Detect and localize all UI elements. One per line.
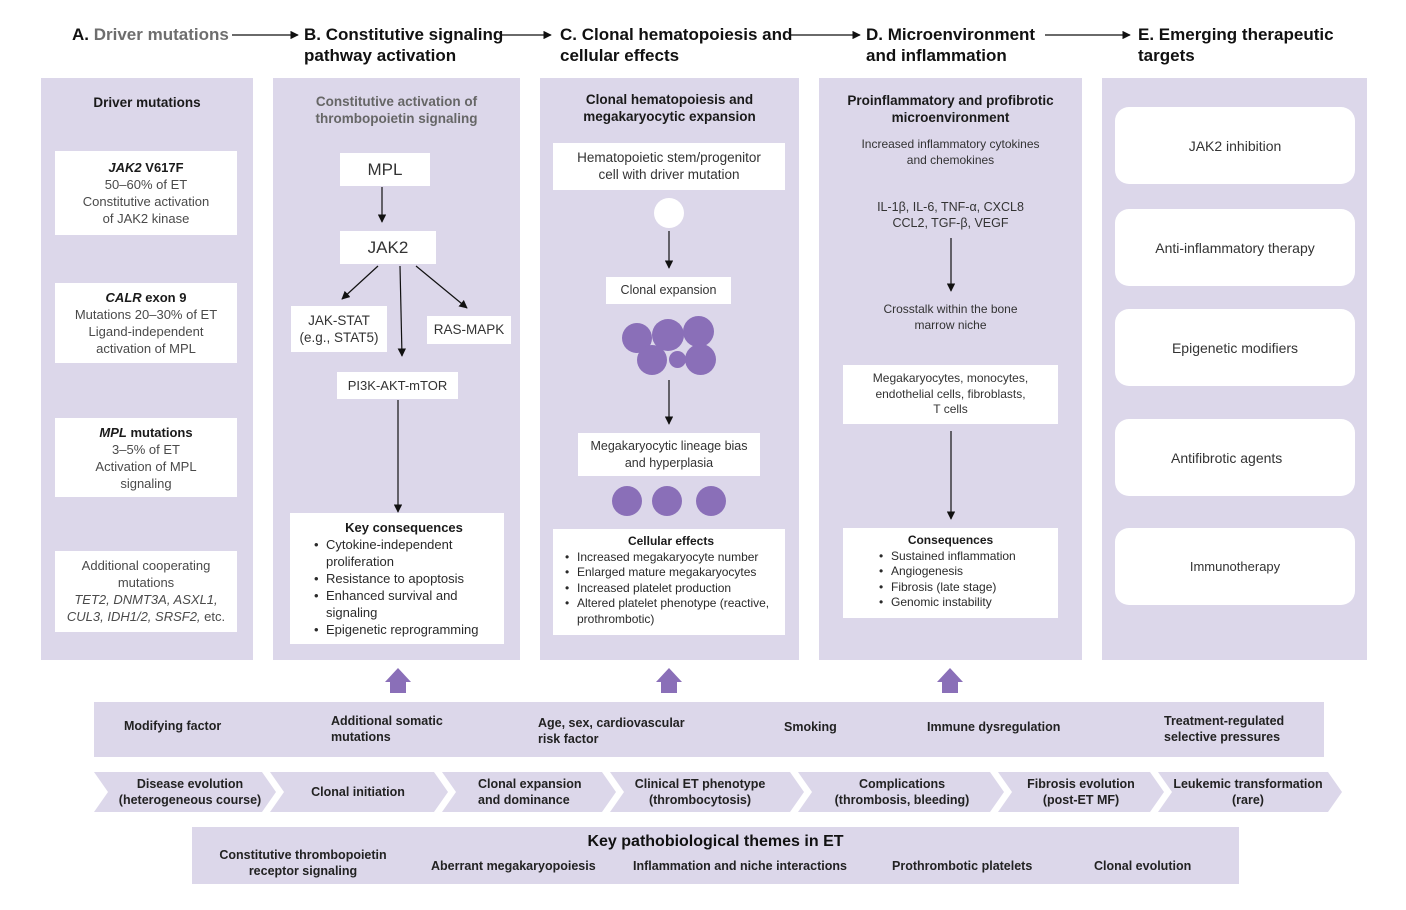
node-ras-mapk: RAS-MAPK [427, 316, 511, 344]
panel-c-title: Clonal hematopoiesis and megakaryocytic … [583, 92, 756, 124]
panel-b-title: Constitutive activation of thrombopoieti… [315, 94, 478, 126]
driver-box-mpl: MPL mutations 3–5% of ET Activation of M… [55, 418, 237, 497]
clone-cell [637, 345, 667, 375]
header-a: A. Driver mutations [72, 25, 229, 44]
node-jak2: JAK2 [340, 231, 436, 264]
driver-box-additional: Additional cooperating mutations TET2, D… [55, 551, 237, 632]
timeline-stage: Complications (thrombosis, bleeding) [834, 777, 970, 807]
megakaryocyte-cell [652, 486, 682, 516]
list-item: Genomic instability [877, 595, 1052, 611]
header-c: C. Clonal hematopoiesis and cellular eff… [560, 25, 793, 65]
clone-cell [683, 316, 714, 347]
clonal-expansion-box: Clonal expansion [606, 277, 731, 304]
header-b: B. Constitutive signaling pathway activa… [304, 25, 504, 65]
target-antifibrotic: Antifibrotic agents [1115, 419, 1355, 496]
megakaryocytic-bias-box: Megakaryocytic lineage bias and hyperpla… [578, 433, 760, 476]
list-item: Altered platelet phenotype (reactive, pr… [563, 596, 779, 627]
panel-d-title: Proinflammatory and profibrotic microenv… [847, 93, 1054, 125]
list-item: Sustained inflammation [877, 549, 1052, 565]
crosstalk-text: Crosstalk within the bone marrow niche [883, 302, 1018, 332]
consequences-box: Consequences Sustained inflammation Angi… [843, 528, 1058, 618]
driver-box-jak2: JAK2 V617F 50–60% of ET Constitutive act… [55, 151, 237, 235]
clone-cell [669, 351, 686, 368]
list-item: Angiogenesis [877, 564, 1052, 580]
panel-a-title: Driver mutations [93, 95, 201, 110]
key-themes-title: Key pathobiological themes in ET [587, 833, 844, 850]
list-item: Epigenetic reprogramming [312, 621, 496, 638]
inflammatory-cytokines-text: Increased inflammatory cytokines and che… [861, 137, 1040, 167]
modifier-item: Treatment-regulated selective pressures [1164, 714, 1285, 744]
cytokine-list-text: IL-1β, IL-6, TNF-α, CXCL8 CCL2, TGF-β, V… [877, 200, 1024, 230]
timeline-stage: Disease evolution (heterogeneous course) [118, 777, 262, 807]
list-item: Increased platelet production [563, 581, 779, 597]
list-item: Resistance to apoptosis [312, 570, 496, 587]
node-mpl: MPL [340, 153, 430, 186]
timeline-stage: Leukemic transformation (rare) [1173, 777, 1323, 807]
node-jak-stat: JAK-STAT (e.g., STAT5) [291, 306, 387, 352]
driver-box-calr: CALR exon 9 Mutations 20–30% of ET Ligan… [55, 283, 237, 363]
cellular-effects-box: Cellular effects Increased megakaryocyte… [553, 529, 785, 635]
target-immunotherapy: Immunotherapy [1115, 528, 1355, 605]
stem-cell-circle [654, 198, 684, 228]
timeline-stage: Clonal initiation [311, 785, 405, 799]
theme-item: Clonal evolution [1094, 859, 1192, 873]
timeline-stage: Clinical ET phenotype (thrombocytosis) [634, 777, 766, 807]
list-item: Fibrosis (late stage) [877, 580, 1052, 596]
list-item: Enhanced survival and signaling [312, 587, 496, 621]
modifier-item: Age, sex, cardiovascular risk factor [538, 716, 685, 746]
list-item: Increased megakaryocyte number [563, 550, 779, 566]
list-item: Cytokine-independent proliferation [312, 536, 496, 570]
target-jak2-inhibition: JAK2 inhibition [1115, 107, 1355, 184]
node-pi3k-akt-mtor: PI3K-AKT-mTOR [337, 372, 458, 399]
target-epigenetic-modifiers: Epigenetic modifiers [1115, 309, 1355, 386]
niche-cells-box: Megakaryocytes, monocytes, endothelial c… [843, 365, 1058, 424]
modifier-item: Immune dysregulation [927, 720, 1061, 734]
theme-item: Aberrant megakaryopoiesis [431, 859, 596, 873]
hsc-box: Hematopoietic stem/progenitor cell with … [553, 143, 785, 190]
theme-item: Prothrombotic platelets [892, 859, 1033, 873]
timeline-stage: Clonal expansion and dominance [478, 777, 582, 807]
modifier-item: Smoking [784, 720, 837, 734]
clone-cell [685, 344, 716, 375]
modifier-item: Additional somatic mutations [331, 714, 443, 744]
list-item: Enlarged mature megakaryocytes [563, 565, 779, 581]
modifying-factor-label: Modifying factor [124, 719, 222, 733]
timeline-stage: Fibrosis evolution (post-ET MF) [1027, 777, 1135, 807]
modifying-factor-band [94, 702, 1324, 757]
key-consequences-box: Key consequences Cytokine-independent pr… [290, 513, 504, 644]
megakaryocyte-cell [696, 486, 726, 516]
theme-item: Constitutive thrombopoietin receptor sig… [219, 848, 387, 878]
theme-item: Inflammation and niche interactions [633, 859, 847, 873]
header-d: D. Microenvironment and inflammation [866, 25, 1036, 65]
megakaryocyte-cell [612, 486, 642, 516]
key-themes-band [192, 827, 1239, 884]
header-e: E. Emerging therapeutic targets [1138, 25, 1334, 65]
target-anti-inflammatory: Anti-inflammatory therapy [1115, 209, 1355, 286]
